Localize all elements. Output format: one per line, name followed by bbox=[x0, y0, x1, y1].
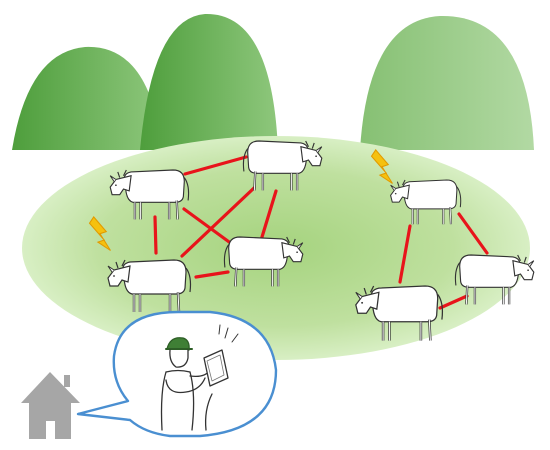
link-f-g bbox=[438, 294, 469, 310]
hills bbox=[12, 13, 534, 151]
link-c-d bbox=[194, 270, 230, 279]
hill-left bbox=[12, 46, 162, 150]
farmer-callout bbox=[76, 310, 278, 438]
hill-right bbox=[360, 15, 534, 151]
link-e-f bbox=[457, 212, 489, 255]
link-b-d bbox=[260, 189, 278, 239]
link-a-c bbox=[153, 215, 158, 255]
callout-bubble bbox=[76, 310, 278, 438]
farmer-with-tablet-icon bbox=[160, 324, 239, 431]
link-b-c bbox=[180, 186, 256, 258]
network-links bbox=[153, 155, 489, 310]
farmhouse-icon bbox=[21, 372, 80, 439]
hill-middle bbox=[140, 13, 278, 150]
link-a-b bbox=[183, 155, 248, 176]
link-e-g bbox=[398, 224, 412, 284]
